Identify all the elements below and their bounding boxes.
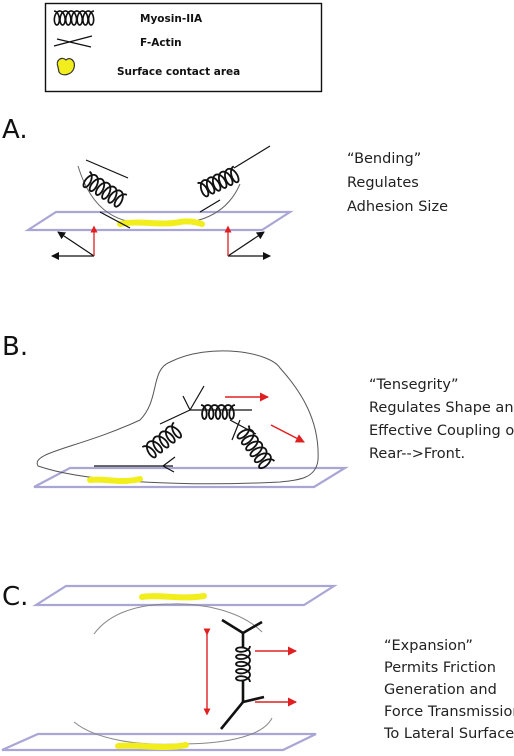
panel-a-actin xyxy=(199,199,221,213)
spring-coil xyxy=(53,10,95,26)
panel-a-actin xyxy=(85,159,129,179)
panel-c-contact-area xyxy=(115,742,189,751)
panel-c-membrane xyxy=(93,603,263,635)
panel-c-contact-area xyxy=(139,593,207,601)
panel-a-caption: “Bending” Regulates Adhesion Size xyxy=(347,151,448,215)
panel-c-caption-line: “Expansion” xyxy=(384,638,473,654)
panel-b-caption-line: “Tensegrity” xyxy=(369,377,458,393)
panel-c-caption: “Expansion” Permits Friction Generation … xyxy=(383,638,514,742)
spring-coil xyxy=(235,645,251,683)
panel-a-caption-line: Adhesion Size xyxy=(347,199,448,215)
legend-label-factin: F-Actin xyxy=(140,37,182,49)
panel-c: C. “Expansion” Permits Friction Generati… xyxy=(1,582,514,752)
panel-a-caption-line: Regulates xyxy=(347,175,419,191)
panel-a-force-axes-left xyxy=(51,225,98,260)
myosin-spring xyxy=(197,165,240,198)
panel-a: A. “Bending” Regulates Adhesion Size xyxy=(2,115,448,260)
panel-b: B. “Tensegrity” Regulates Shape and Effe… xyxy=(2,332,514,489)
legend-box xyxy=(44,2,323,93)
panel-a-contact-area xyxy=(117,218,205,227)
panel-b-force-arrow xyxy=(270,424,305,443)
spring-coil xyxy=(236,425,276,470)
panel-c-caption-line: To Lateral Surfaces xyxy=(383,726,514,742)
myosin-spring xyxy=(141,421,182,459)
panel-c-top-surface xyxy=(32,584,338,607)
panel-a-caption-line: “Bending” xyxy=(347,151,421,167)
myosin-spring xyxy=(200,404,236,420)
myosin-spring xyxy=(236,425,276,470)
myosin-spring xyxy=(235,645,251,683)
spring-coil xyxy=(197,165,240,198)
panel-b-cell-outline xyxy=(36,350,319,485)
panel-b-caption: “Tensegrity” Regulates Shape and Effecti… xyxy=(369,377,514,462)
myosin-spring xyxy=(82,170,128,208)
crossed-lines-icon xyxy=(53,35,93,48)
panel-c-bottom-surface xyxy=(1,732,317,752)
panel-c-membrane xyxy=(73,717,273,745)
panel-c-caption-line: Generation and xyxy=(384,682,497,698)
legend: Myosin-IIA F-Actin Surface contact area xyxy=(44,2,323,93)
panel-a-letter: A. xyxy=(2,115,28,145)
panel-b-surface xyxy=(33,466,349,489)
panel-c-actin xyxy=(219,618,265,730)
spring-coil xyxy=(141,421,182,459)
panel-a-actin xyxy=(99,211,131,229)
legend-label-myosin: Myosin-IIA xyxy=(140,13,203,25)
panel-a-surface xyxy=(24,210,294,232)
blob-icon xyxy=(56,57,75,76)
spring-coil xyxy=(82,170,128,208)
spring-icon xyxy=(53,10,95,26)
legend-label-contact: Surface contact area xyxy=(117,66,240,78)
spring-coil xyxy=(200,404,236,420)
panel-b-caption-line: Regulates Shape and xyxy=(369,400,514,416)
panel-b-letter: B. xyxy=(2,332,28,362)
panel-b-contact-area xyxy=(87,476,143,484)
panel-b-actin xyxy=(94,385,257,473)
panel-a-force-axes-right xyxy=(224,225,271,260)
panel-c-letter: C. xyxy=(2,582,28,612)
panel-c-caption-line: Permits Friction xyxy=(384,660,496,676)
panel-b-caption-line: Effective Coupling of xyxy=(369,423,514,439)
panel-b-caption-line: Rear-->Front. xyxy=(369,446,465,462)
panel-c-caption-line: Force Transmission xyxy=(384,704,514,720)
panel-a-actin xyxy=(233,145,271,169)
